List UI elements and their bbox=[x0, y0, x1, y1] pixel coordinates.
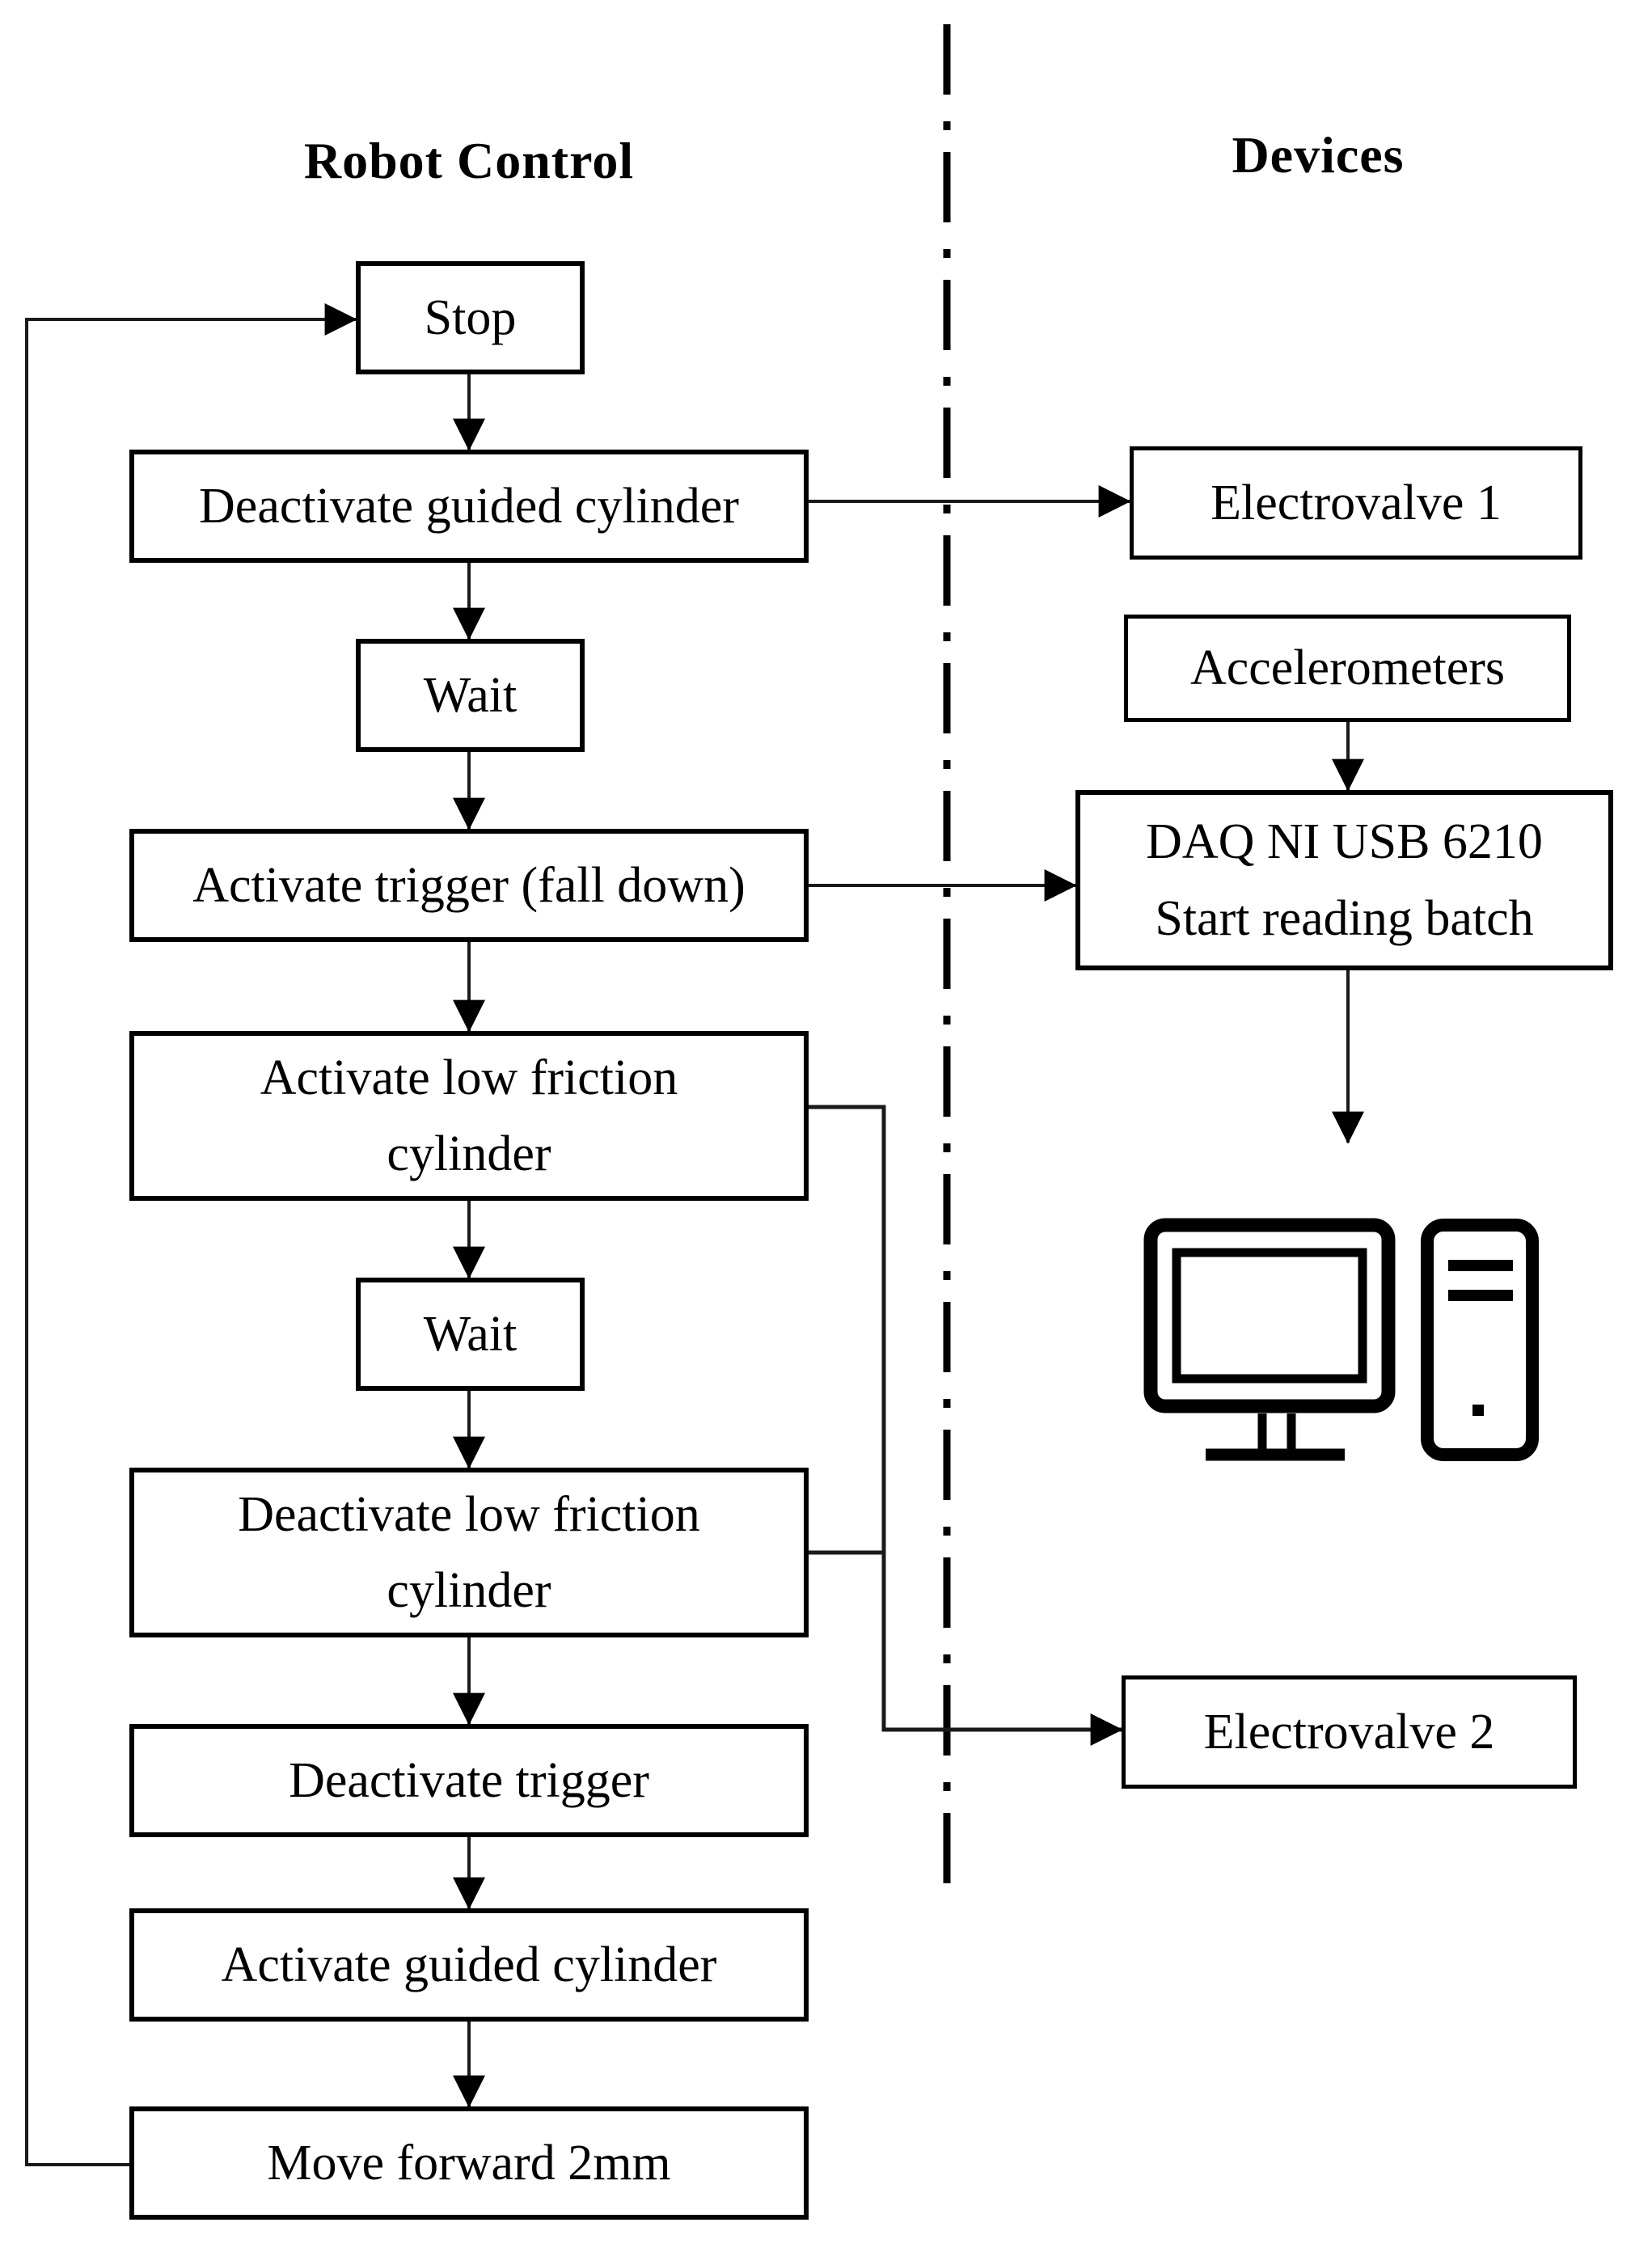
node-deactivate-guided-cylinder: Deactivate guided cylinder bbox=[129, 450, 809, 563]
node-electrovalve-1: Electrovalve 1 bbox=[1130, 446, 1582, 560]
node-move-forward-2mm-label: Move forward 2mm bbox=[267, 2135, 671, 2191]
node-electrovalve-2: Electrovalve 2 bbox=[1122, 1675, 1577, 1789]
computer-icon bbox=[1143, 1217, 1540, 1469]
right-column-title: Devices bbox=[1232, 126, 1405, 184]
node-move-forward-2mm: Move forward 2mm bbox=[129, 2106, 809, 2220]
arrow-low-friction-to-electrovalve2 bbox=[809, 1105, 1123, 1746]
node-electrovalve-2-label: Electrovalve 2 bbox=[1203, 1704, 1495, 1760]
tower-case bbox=[1421, 1219, 1539, 1461]
node-accelerometers: Accelerometers bbox=[1124, 615, 1571, 722]
desktop-computer-icon bbox=[1143, 1218, 1539, 1461]
node-activate-guided-cylinder-label: Activate guided cylinder bbox=[221, 1937, 717, 1992]
node-wait-2-label: Wait bbox=[423, 1306, 518, 1362]
node-activate-trigger-label: Activate trigger (fall down) bbox=[192, 857, 746, 913]
monitor-screen bbox=[1172, 1248, 1367, 1384]
node-daq-label-line2: Start reading batch bbox=[1155, 890, 1534, 946]
tower-power-button bbox=[1472, 1405, 1484, 1416]
monitor-frame bbox=[1143, 1218, 1396, 1413]
node-accelerometers-label: Accelerometers bbox=[1190, 640, 1505, 696]
node-activate-low-friction-cylinder: Activate low friction cylinder bbox=[129, 1031, 809, 1201]
node-stop-label: Stop bbox=[424, 289, 517, 345]
node-activate-low-friction-cylinder-label: Activate low friction cylinder bbox=[260, 1050, 678, 1181]
node-daq: DAQ NI USB 6210 Start reading batch bbox=[1075, 790, 1613, 970]
node-deactivate-low-friction-cylinder: Deactivate low friction cylinder bbox=[129, 1468, 809, 1637]
node-daq-label-line1: DAQ NI USB 6210 bbox=[1146, 814, 1543, 870]
node-stop: Stop bbox=[356, 261, 585, 374]
node-deactivate-low-friction-cylinder-label: Deactivate low friction cylinder bbox=[238, 1486, 700, 1618]
node-wait-2: Wait bbox=[356, 1278, 585, 1391]
node-deactivate-trigger: Deactivate trigger bbox=[129, 1724, 809, 1837]
node-activate-trigger: Activate trigger (fall down) bbox=[129, 829, 809, 942]
node-electrovalve-1-label: Electrovalve 1 bbox=[1210, 475, 1502, 530]
arrow-loop-move-forward-to-stop bbox=[25, 303, 357, 2166]
left-column-title: Robot Control bbox=[303, 132, 635, 189]
node-wait-1: Wait bbox=[356, 639, 585, 752]
node-deactivate-trigger-label: Deactivate trigger bbox=[289, 1752, 649, 1808]
node-deactivate-guided-cylinder-label: Deactivate guided cylinder bbox=[199, 478, 739, 534]
node-activate-guided-cylinder: Activate guided cylinder bbox=[129, 1908, 809, 2022]
node-wait-1-label: Wait bbox=[423, 667, 518, 723]
